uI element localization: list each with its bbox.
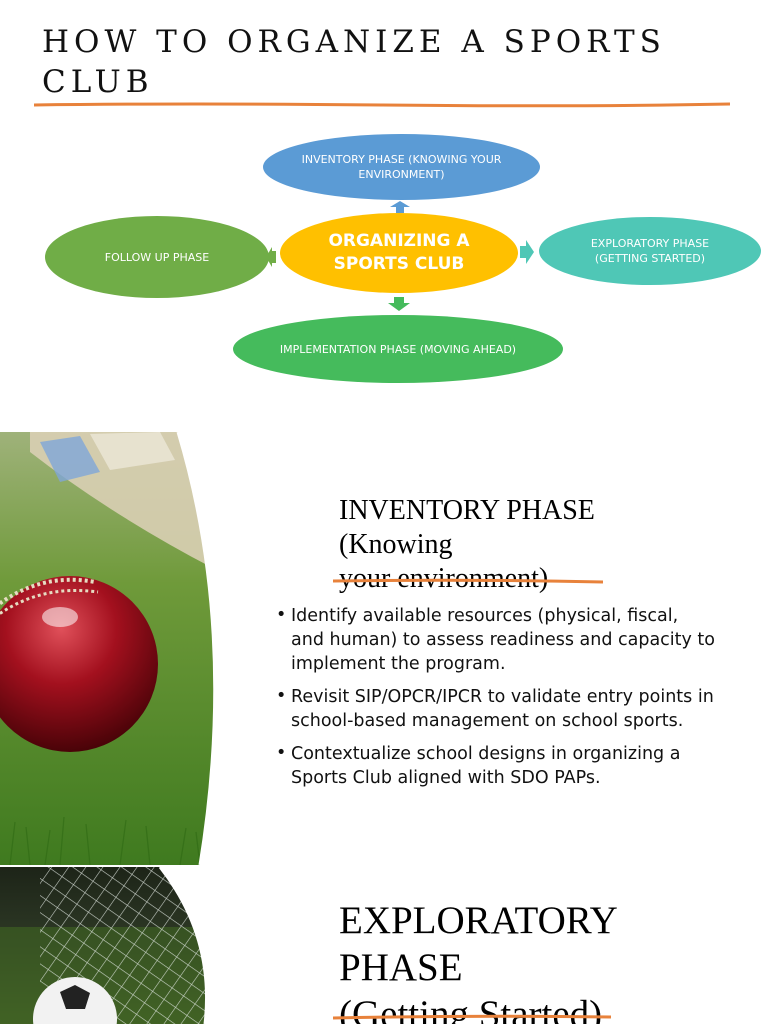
- node-exploratory-phase: EXPLORATORY PHASE (GETTING STARTED): [539, 217, 761, 285]
- node-implementation-phase: IMPLEMENTATION PHASE (MOVING AHEAD): [233, 315, 563, 383]
- slide-exploratory-phase: EXPLORATORY PHASE (Getting Started): [0, 867, 768, 1024]
- exploratory-heading-line-2: PHASE: [339, 946, 463, 989]
- exploratory-heading-line-3: (Getting Started): [339, 993, 603, 1024]
- node-center-label: ORGANIZING A SPORTS CLUB: [328, 231, 470, 274]
- node-implementation-phase-label: IMPLEMENTATION PHASE (MOVING AHEAD): [279, 342, 517, 356]
- title-underline: [34, 102, 730, 108]
- inventory-phase-heading: INVENTORY PHASE (Knowing your environmen…: [339, 494, 669, 596]
- slide-title: HOW TO ORGANIZE A SPORTS CLUB: [42, 24, 666, 100]
- node-follow-up-phase: FOLLOW UP PHASE: [45, 216, 269, 298]
- list-item: Identify available resources (physical, …: [276, 603, 716, 676]
- node-inventory-phase-label: INVENTORY PHASE (KNOWING YOUR ENVIRONMEN…: [301, 153, 502, 181]
- inventory-bullet-list: Identify available resources (physical, …: [276, 603, 716, 799]
- node-inventory-phase: INVENTORY PHASE (KNOWING YOUR ENVIRONMEN…: [263, 134, 540, 200]
- node-follow-up-phase-label: FOLLOW UP PHASE: [104, 250, 210, 264]
- exploratory-phase-heading: EXPLORATORY PHASE (Getting Started): [339, 897, 669, 1024]
- node-exploratory-phase-label: EXPLORATORY PHASE (GETTING STARTED): [590, 237, 710, 265]
- slide-inventory-phase: INVENTORY PHASE (Knowing your environmen…: [0, 432, 768, 865]
- arrow-up-icon: [390, 201, 410, 213]
- list-item: Contextualize school designs in organizi…: [276, 741, 716, 790]
- arrow-left-icon: [266, 247, 276, 267]
- arrow-down-icon: [388, 297, 410, 311]
- inventory-heading-line-2: (Knowing: [339, 529, 453, 560]
- arrow-right-icon: [520, 240, 534, 264]
- inventory-heading-line-3: your environment): [339, 563, 549, 594]
- list-item: Revisit SIP/OPCR/IPCR to validate entry …: [276, 684, 716, 733]
- node-center-organizing: ORGANIZING A SPORTS CLUB: [280, 213, 518, 293]
- soccer-net-image: [0, 867, 209, 1024]
- inventory-heading-line-1: INVENTORY PHASE: [339, 495, 595, 526]
- cricket-ball-image: [0, 432, 217, 865]
- exploratory-heading-line-1: EXPLORATORY: [339, 899, 618, 942]
- slide-organizing-overview: HOW TO ORGANIZE A SPORTS CLUB INVENTORY …: [0, 0, 768, 410]
- heading-strike-line: [333, 578, 603, 584]
- heading-strike-line: [333, 1014, 611, 1020]
